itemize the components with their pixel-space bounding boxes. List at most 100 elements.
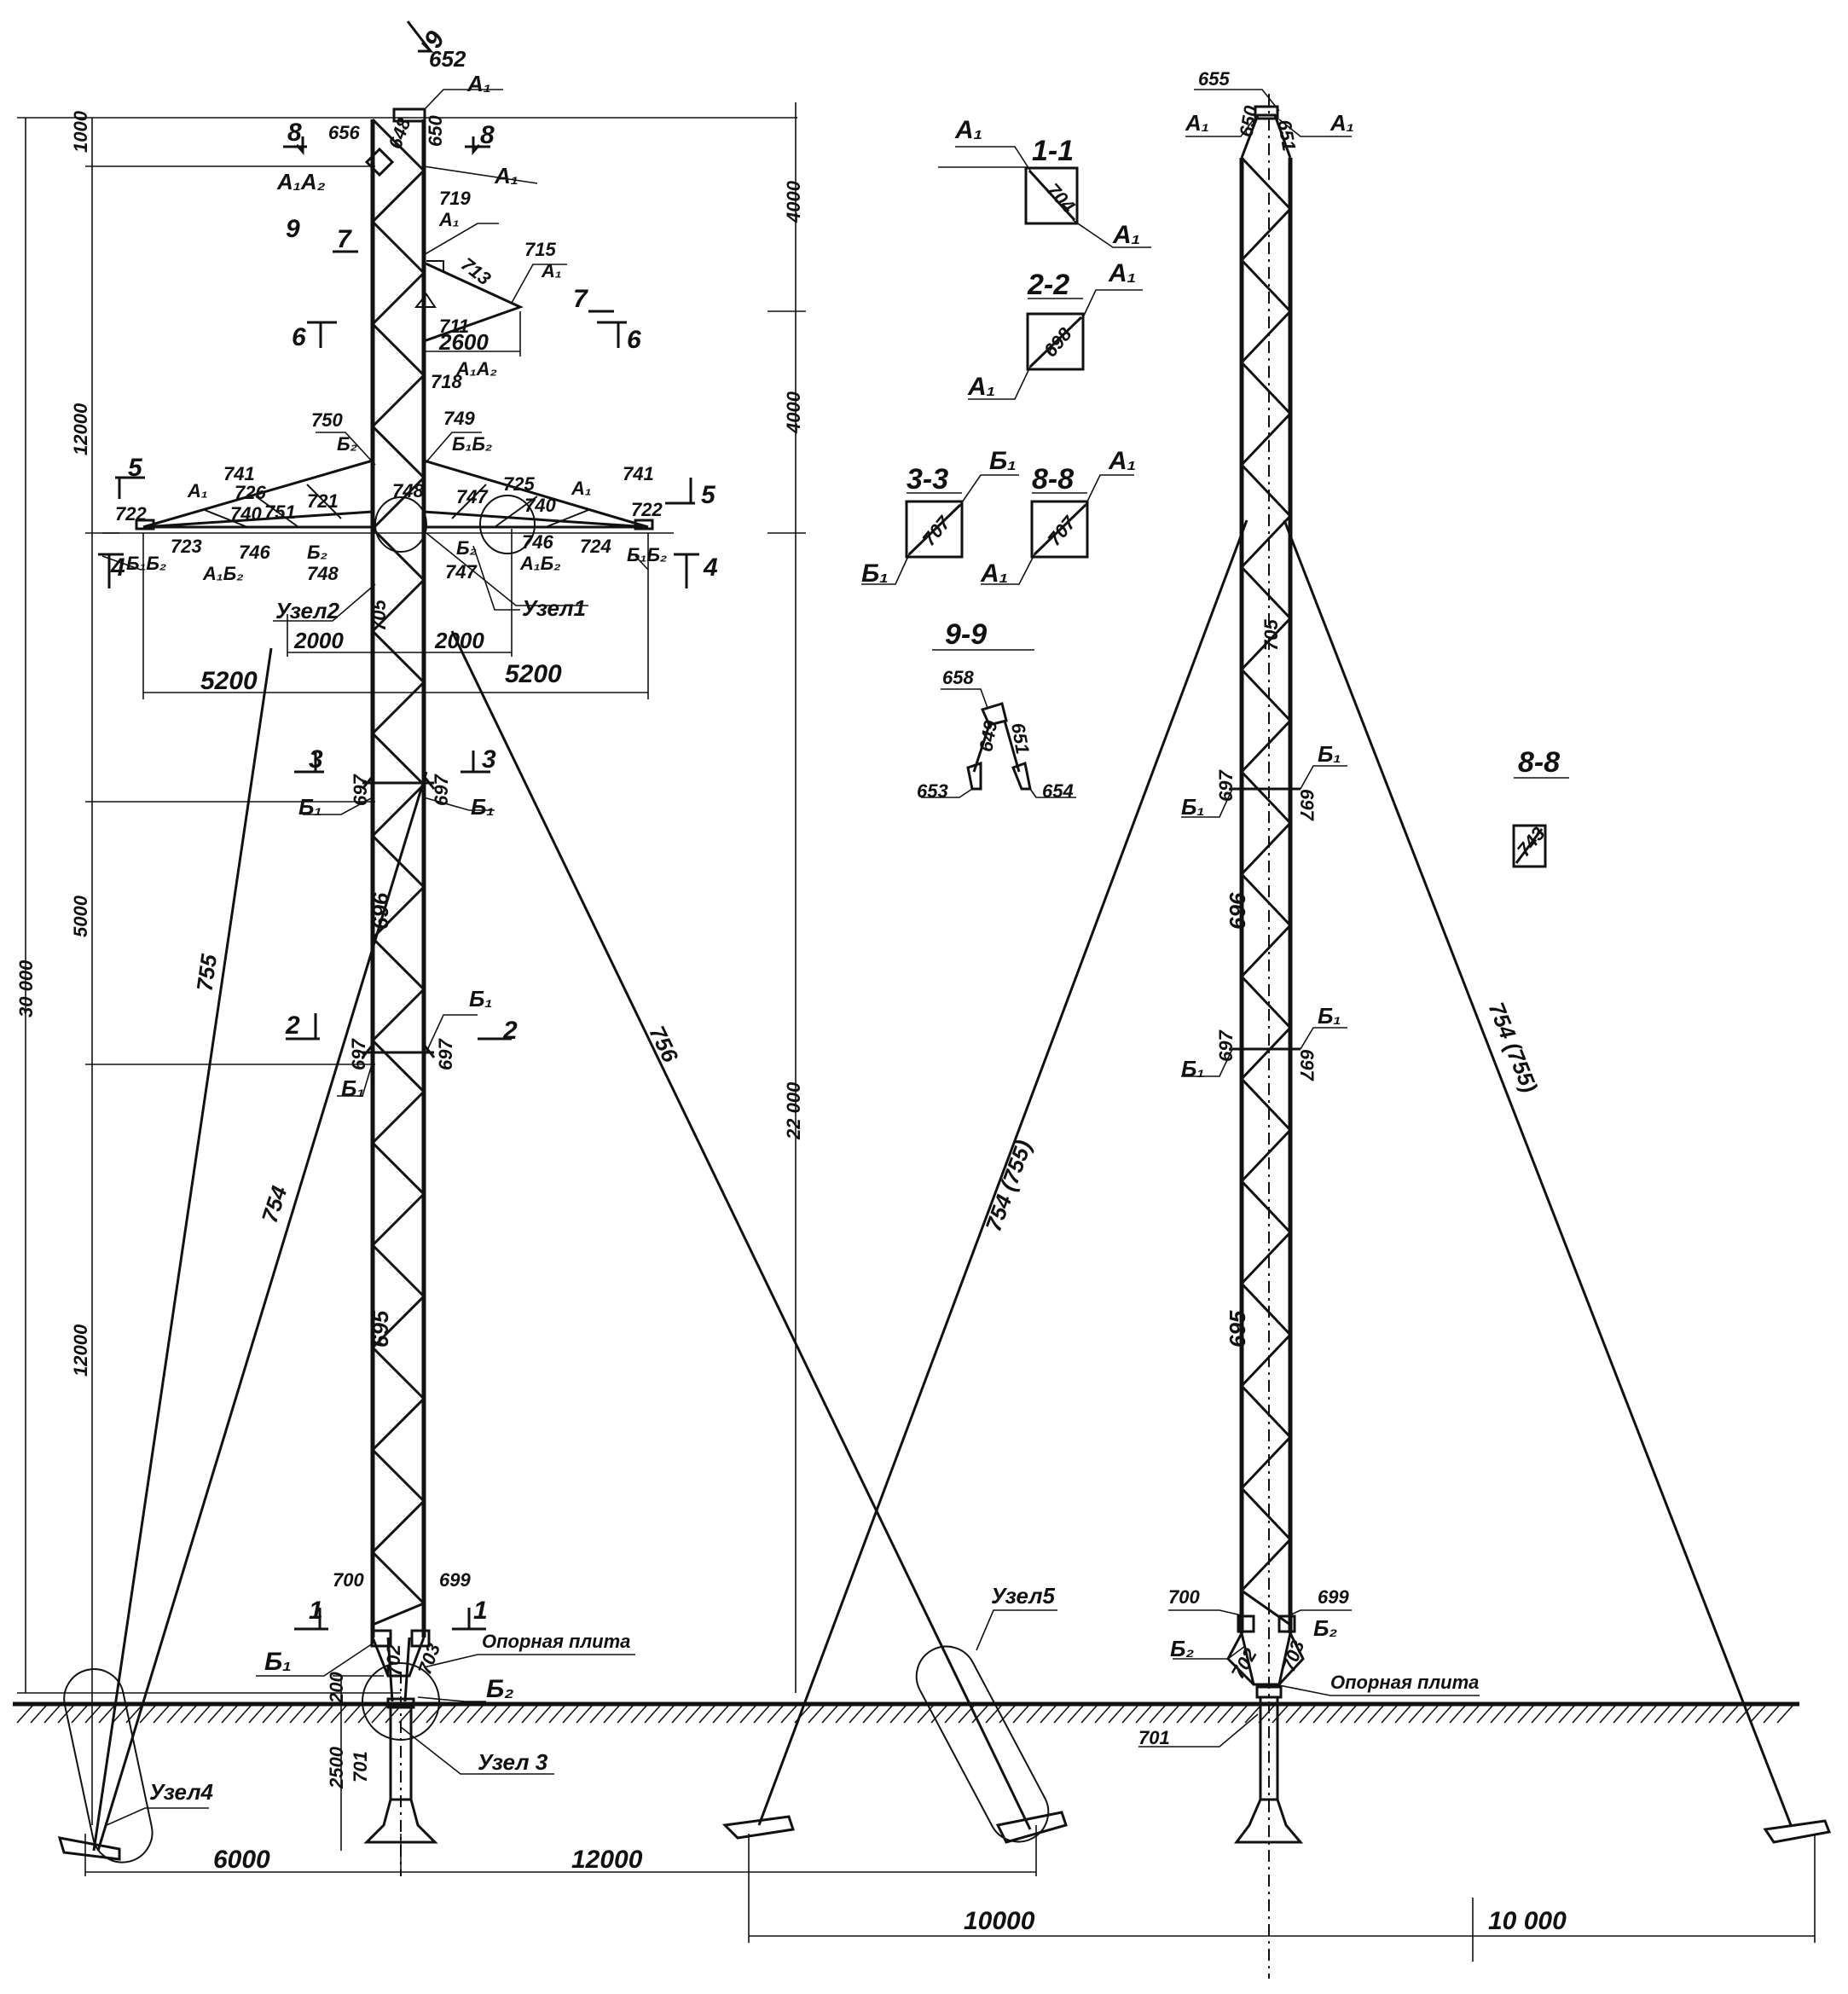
r-label-703: 703: [1277, 1638, 1308, 1674]
label-721: 721: [307, 490, 339, 512]
label-697-d: 697: [435, 1038, 456, 1070]
r-label-697-d: 697: [1296, 1049, 1318, 1081]
right-tower: [721, 89, 1832, 1979]
r-label-b1-b: Б₁: [1181, 794, 1205, 820]
label-a1-88: A₁: [1108, 447, 1136, 475]
label-a1-top: A₁: [466, 71, 491, 96]
r-label-b1-a: Б₁: [1318, 741, 1341, 767]
section-3-left: 3: [309, 745, 323, 774]
label-4000-a: 4000: [783, 180, 804, 223]
label-741-left: 741: [223, 463, 255, 484]
title-2-2: 2-2: [1027, 269, 1069, 301]
title-1-1: 1-1: [1032, 135, 1074, 167]
label-node4: Узел4: [149, 1779, 213, 1805]
label-649: 649: [975, 718, 1001, 753]
label-node5: Узел5: [991, 1583, 1055, 1609]
label-a1-11b: A₁: [1112, 221, 1140, 249]
box-743: 743: [1513, 823, 1550, 861]
title-8-8-right: 8-8: [1518, 746, 1560, 779]
section-markers: [98, 20, 699, 1631]
ground-hatching: [16, 1705, 1793, 1724]
title-9-9: 9-9: [945, 618, 987, 651]
title-3-3: 3-3: [907, 463, 948, 496]
label-b2-bottom: Б₂: [486, 1675, 514, 1703]
label-b1-697d: Б₁: [469, 986, 493, 1011]
r-label-10000-right: 10 000: [1488, 1907, 1567, 1935]
label-a1-22b: A₁: [967, 373, 995, 401]
label-747-top: 747: [456, 486, 489, 507]
label-base-plate-left: Опорная плита: [482, 1631, 630, 1652]
label-a1-11: A₁: [954, 116, 982, 144]
label-12000-bottom: 12000: [571, 1846, 643, 1874]
section-4-left: 4: [110, 554, 125, 582]
section-9-left: 9: [286, 215, 300, 243]
section-panel-labels: A₁ 1-1 704 A₁ A₁ 2-2 698 A₁ Б₁ 3-3 707 Б…: [861, 116, 1560, 861]
label-656: 656: [328, 122, 360, 143]
r-label-695: 695: [1225, 1310, 1250, 1348]
label-658: 658: [942, 667, 974, 688]
r-label-guy-right: 754 (755): [1484, 999, 1544, 1096]
label-b1-bottom: Б₁: [264, 1648, 292, 1676]
label-1000: 1000: [70, 110, 91, 153]
label-b1b2-749: Б₁Б₂: [452, 433, 492, 455]
ground-line: [13, 1701, 1799, 1724]
r-label-697-b: 697: [1296, 789, 1318, 821]
label-a1b2-left: A₁Б₂: [202, 563, 244, 584]
label-node2: Узел2: [275, 598, 339, 623]
label-30000: 30 000: [15, 959, 37, 1017]
r-label-b1-c: Б₁: [1318, 1003, 1341, 1029]
label-651-99: 651: [1007, 722, 1034, 756]
label-695-left: 695: [368, 1310, 393, 1348]
label-2000-left: 2000: [293, 628, 344, 653]
label-697-b: 697: [431, 774, 452, 806]
r-label-697-a: 697: [1215, 769, 1237, 802]
label-699: 699: [439, 1569, 471, 1591]
label-b1b2-left: Б₁Б₂: [126, 553, 166, 574]
section-6-right: 6: [627, 326, 641, 354]
r-label-guy-left: 754 (755): [980, 1137, 1036, 1235]
left-tower: [57, 107, 1068, 1876]
label-723: 723: [171, 536, 202, 557]
label-705-left: 705: [368, 600, 390, 631]
left-labels: 652 A₁ 656 648 650 A₁A₂ A₁ 719 A₁ 713 71…: [15, 26, 1055, 1874]
label-22000: 22 000: [783, 1081, 804, 1140]
label-741-right: 741: [623, 463, 654, 484]
box-704: 704: [1042, 179, 1079, 217]
label-12000-low: 12000: [70, 1324, 91, 1377]
r-label-700: 700: [1168, 1586, 1200, 1608]
label-2500: 2500: [326, 1746, 347, 1789]
label-650: 650: [425, 115, 446, 147]
section-8-left: 8: [287, 119, 302, 147]
label-5200-left: 5200: [200, 667, 258, 695]
label-200: 200: [326, 1672, 347, 1704]
r-label-696: 696: [1225, 892, 1250, 930]
left-dimensions: [17, 102, 1037, 1876]
label-b1-697b: Б₁: [471, 794, 495, 820]
label-697-c: 697: [348, 1038, 369, 1070]
label-740-left: 740: [230, 503, 262, 525]
label-746-right: 746: [522, 531, 553, 553]
label-702: 702: [383, 1644, 404, 1676]
label-722-right: 722: [631, 499, 663, 520]
label-700: 700: [333, 1569, 364, 1591]
label-726: 726: [235, 482, 266, 503]
label-a1a2-711: A₁A₂: [455, 358, 497, 380]
label-b2-748: Б₂: [307, 542, 327, 563]
label-652: 652: [429, 46, 466, 72]
r-label-base-plate: Опорная плита: [1330, 1672, 1479, 1693]
label-701-left: 701: [350, 1751, 371, 1782]
label-b2-750: Б₂: [337, 433, 357, 455]
label-4000-b: 4000: [783, 391, 804, 434]
label-a1-88b: A₁: [980, 559, 1008, 588]
label-740-right: 740: [524, 495, 556, 516]
label-697-a: 697: [350, 774, 371, 806]
r-label-b2-right: Б₂: [1313, 1615, 1337, 1641]
label-654: 654: [1042, 780, 1074, 802]
r-label-a1-left: A₁: [1185, 110, 1209, 136]
r-label-a1-right: A₁: [1330, 110, 1354, 136]
label-751: 751: [264, 501, 296, 523]
label-b1b2-right: Б₁Б₂: [627, 544, 667, 565]
label-756: 756: [644, 1022, 683, 1067]
title-8-8: 8-8: [1032, 463, 1074, 496]
